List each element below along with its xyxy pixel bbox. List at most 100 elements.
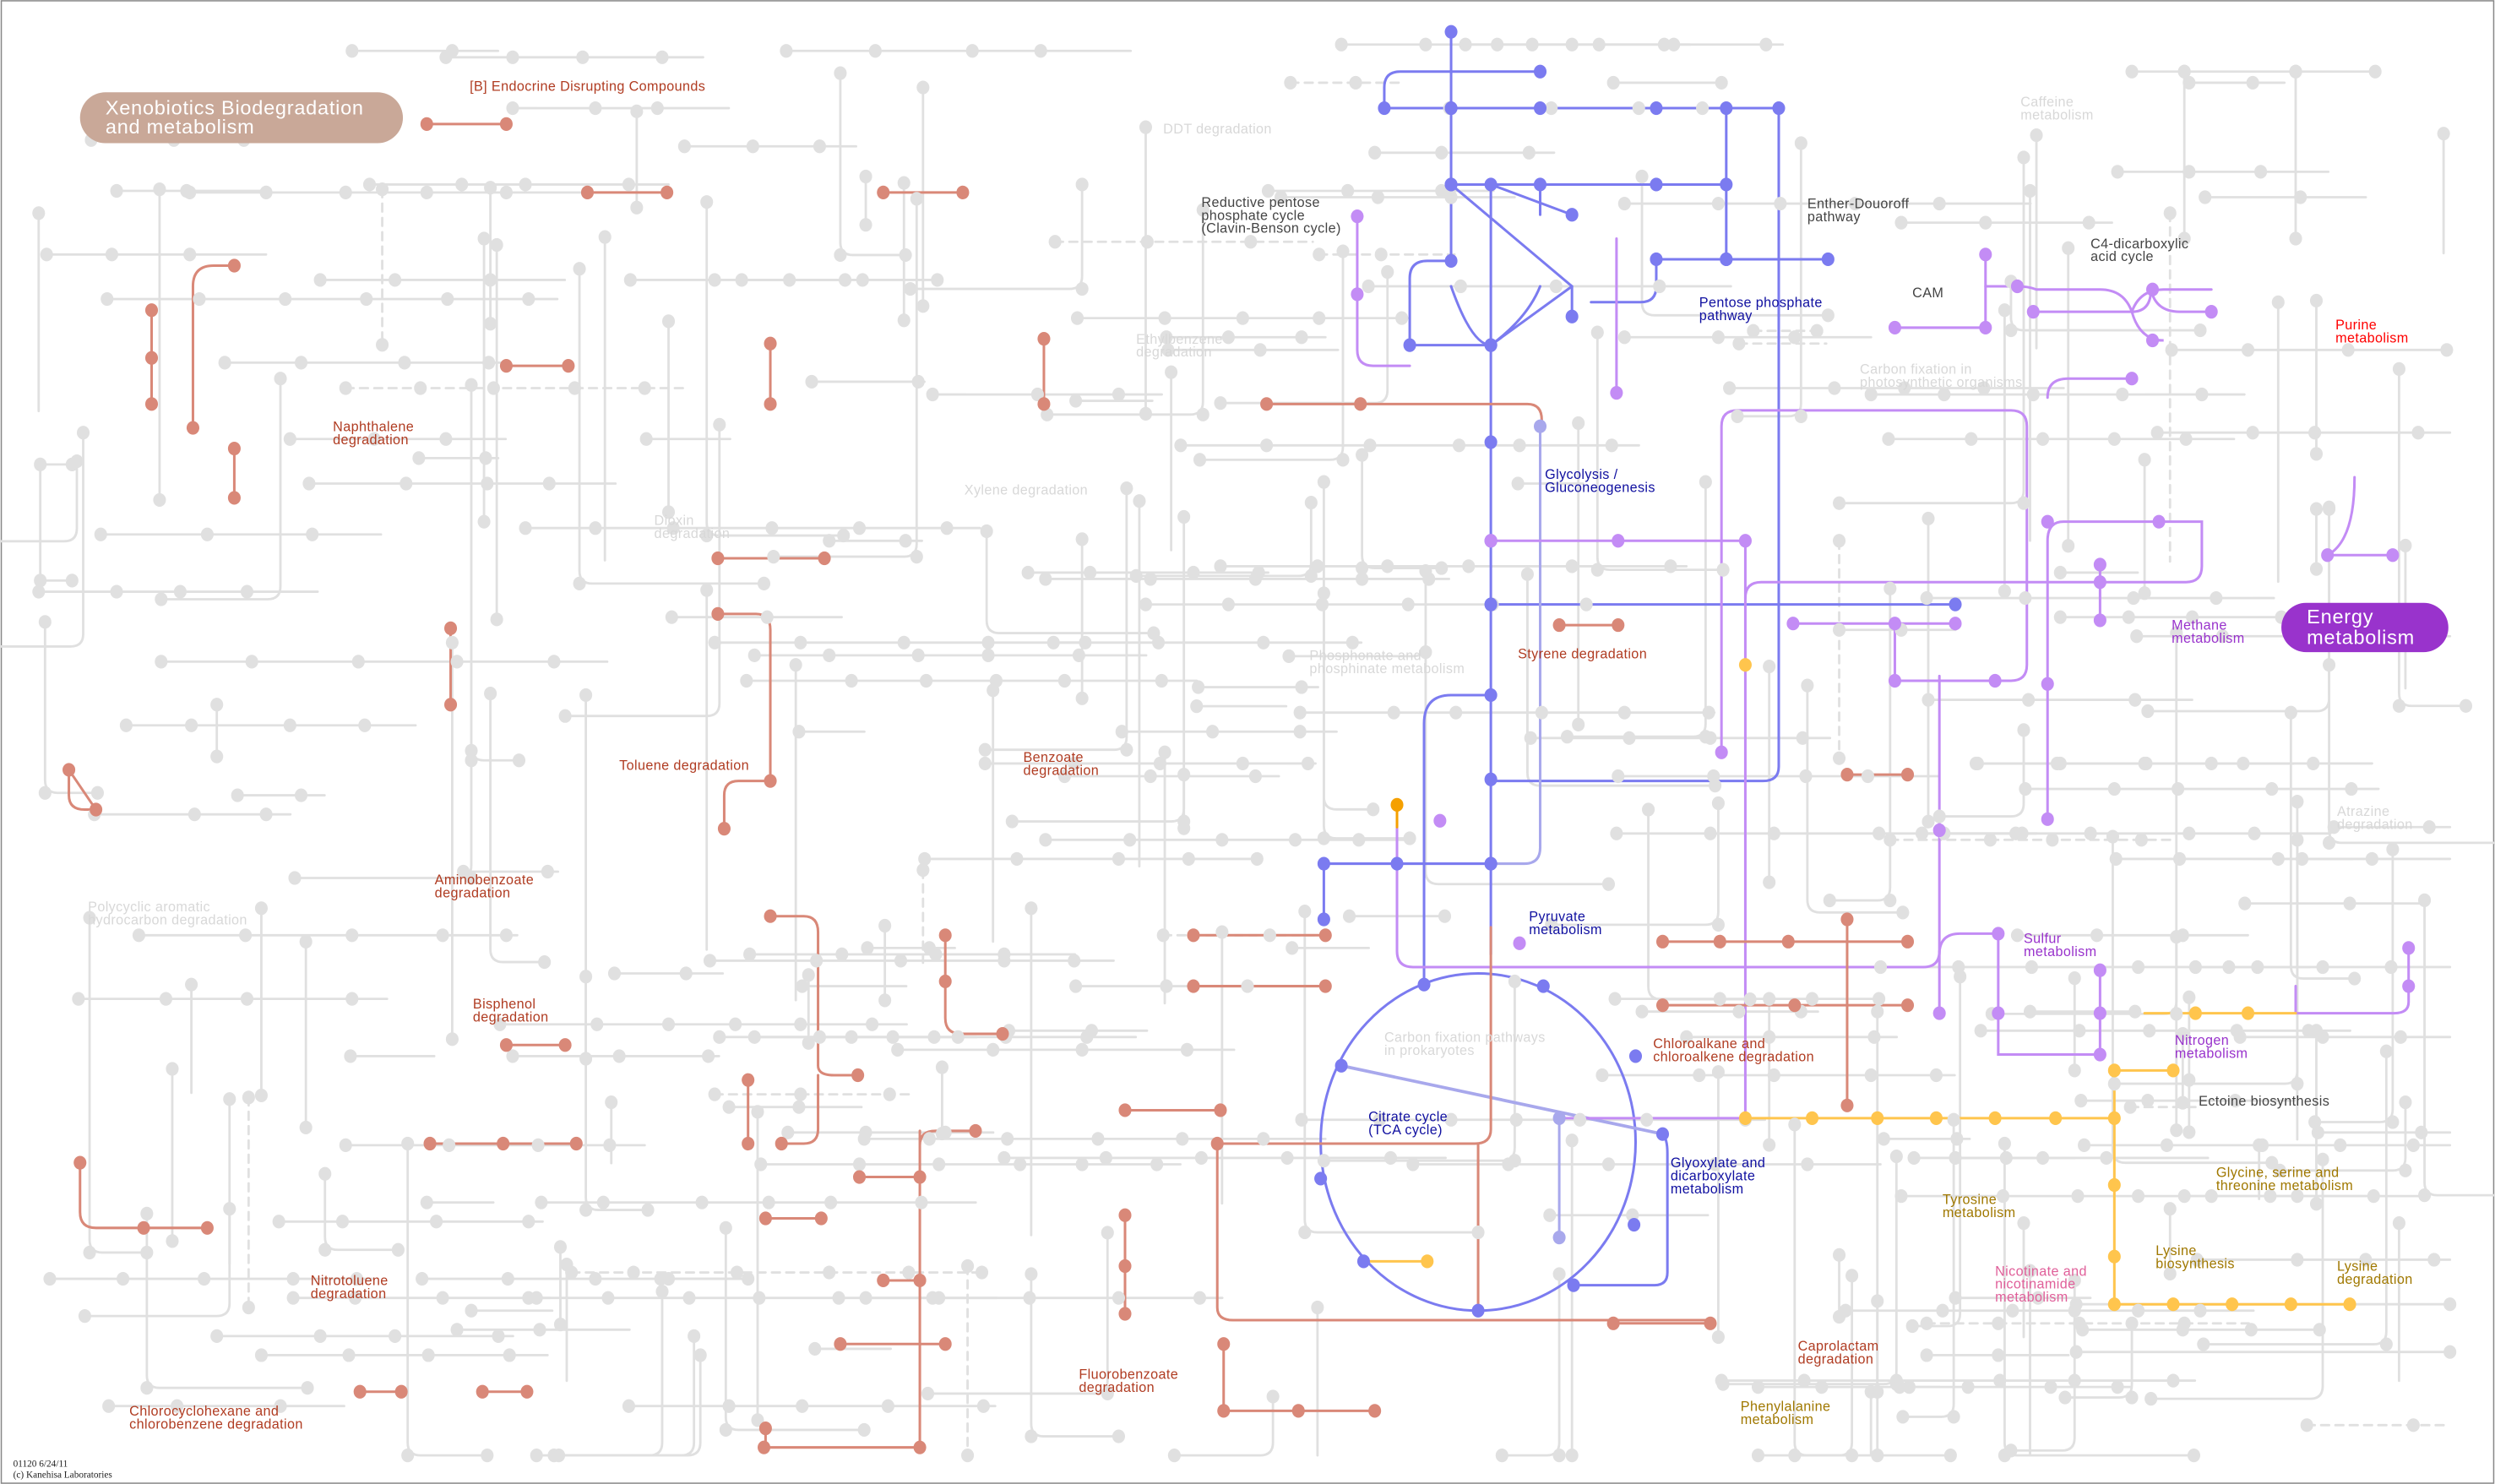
compound-node[interactable] (1318, 979, 1332, 993)
inactive-compound-node[interactable] (1922, 693, 1935, 707)
inactive-compound-node[interactable] (1153, 756, 1166, 771)
inactive-compound-node[interactable] (94, 527, 107, 541)
inactive-compound-node[interactable] (2068, 971, 2081, 986)
compound-node[interactable] (711, 551, 725, 566)
inactive-compound-node[interactable] (499, 928, 513, 943)
compound-node[interactable] (2026, 305, 2040, 319)
inactive-compound-node[interactable] (2106, 829, 2119, 844)
inactive-compound-node[interactable] (813, 139, 826, 154)
inactive-compound-node[interactable] (283, 718, 296, 732)
inactive-compound-node[interactable] (1345, 635, 1359, 650)
compound-node[interactable] (1840, 768, 1854, 782)
inactive-compound-node[interactable] (1129, 568, 1143, 583)
inactive-compound-node[interactable] (1833, 534, 1846, 548)
inactive-compound-node[interactable] (823, 534, 836, 548)
inactive-compound-node[interactable] (200, 527, 214, 541)
inactive-compound-node[interactable] (436, 1291, 449, 1305)
inactive-compound-node[interactable] (754, 1157, 768, 1171)
inactive-compound-node[interactable] (1936, 1303, 1949, 1318)
inactive-compound-node[interactable] (479, 451, 492, 465)
pathway-label-ddt[interactable]: DDT degradation (1163, 122, 1272, 137)
inactive-compound-node[interactable] (339, 1138, 352, 1152)
inactive-compound-node[interactable] (400, 476, 413, 491)
inactive-compound-node[interactable] (1449, 705, 1463, 720)
inactive-compound-node[interactable] (1520, 567, 1534, 581)
compound-node[interactable] (1334, 1058, 1348, 1073)
inactive-compound-node[interactable] (2111, 165, 2124, 179)
compound-node[interactable] (1704, 1316, 1717, 1330)
inactive-compound-node[interactable] (1193, 1291, 1207, 1305)
inactive-compound-node[interactable] (857, 1422, 871, 1438)
inactive-compound-node[interactable] (1101, 1386, 1114, 1401)
inactive-compound-node[interactable] (1929, 1068, 1943, 1083)
inactive-compound-node[interactable] (183, 247, 197, 262)
inactive-compound-node[interactable] (1632, 101, 1645, 116)
inactive-compound-node[interactable] (2386, 1115, 2400, 1129)
compound-node[interactable] (227, 258, 241, 273)
inactive-compound-node[interactable] (2170, 626, 2183, 640)
inactive-compound-node[interactable] (1112, 851, 1125, 867)
compound-node[interactable] (1421, 1254, 1434, 1269)
compound-node[interactable] (227, 491, 241, 505)
inactive-compound-node[interactable] (2128, 1004, 2142, 1019)
compound-node[interactable] (1565, 208, 1579, 222)
inactive-compound-node[interactable] (590, 1017, 604, 1031)
inactive-compound-node[interactable] (1367, 802, 1380, 817)
inactive-compound-node[interactable] (661, 1017, 676, 1031)
inactive-reaction-line[interactable] (0, 459, 79, 543)
inactive-compound-node[interactable] (2017, 496, 2030, 510)
inactive-compound-node[interactable] (166, 1234, 179, 1248)
compound-node[interactable] (137, 1220, 150, 1235)
inactive-compound-node[interactable] (2406, 1138, 2420, 1152)
inactive-compound-node[interactable] (1788, 1449, 1802, 1463)
inactive-compound-node[interactable] (746, 139, 759, 154)
inactive-compound-node[interactable] (274, 372, 287, 386)
badge-xenobiotics[interactable]: Xenobiotics Biodegradation and metabolis… (79, 92, 404, 144)
reaction-line[interactable] (1449, 182, 1574, 347)
inactive-compound-node[interactable] (2241, 343, 2255, 357)
inactive-reaction-line[interactable] (159, 377, 282, 601)
inactive-compound-node[interactable] (1617, 196, 1631, 211)
inactive-compound-node[interactable] (1774, 196, 1787, 211)
compound-node[interactable] (499, 1038, 513, 1052)
inactive-compound-node[interactable] (254, 1088, 268, 1103)
inactive-compound-node[interactable] (420, 185, 433, 199)
inactive-compound-node[interactable] (1236, 311, 1249, 325)
inactive-compound-node[interactable] (796, 1399, 809, 1413)
compound-node[interactable] (1314, 1171, 1328, 1186)
inactive-compound-node[interactable] (722, 1100, 736, 1114)
inactive-compound-node[interactable] (1796, 731, 1809, 745)
inactive-compound-node[interactable] (845, 673, 858, 688)
inactive-compound-node[interactable] (2004, 323, 2018, 338)
compound-node[interactable] (1655, 934, 1670, 949)
inactive-compound-node[interactable] (852, 521, 867, 535)
inactive-compound-node[interactable] (239, 928, 253, 943)
inactive-compound-node[interactable] (915, 1195, 928, 1209)
compound-node[interactable] (353, 1384, 367, 1399)
inactive-compound-node[interactable] (2160, 1138, 2174, 1152)
inactive-compound-node[interactable] (1640, 1112, 1654, 1127)
inactive-compound-node[interactable] (2062, 539, 2075, 553)
inactive-compound-node[interactable] (1280, 1150, 1294, 1166)
compound-node[interactable] (497, 1136, 510, 1151)
inactive-compound-node[interactable] (1801, 678, 1814, 693)
inactive-compound-node[interactable] (2210, 590, 2223, 606)
inactive-compound-node[interactable] (2359, 1253, 2373, 1267)
inactive-compound-node[interactable] (477, 514, 491, 529)
compound-node[interactable] (1805, 1111, 1819, 1125)
inactive-compound-node[interactable] (65, 573, 79, 588)
inactive-compound-node[interactable] (1998, 1136, 2011, 1151)
inactive-compound-node[interactable] (2017, 1216, 2030, 1231)
inactive-compound-node[interactable] (1435, 145, 1449, 160)
inactive-compound-node[interactable] (751, 1105, 764, 1119)
inactive-compound-node[interactable] (568, 381, 581, 395)
inactive-compound-node[interactable] (1635, 169, 1649, 184)
inactive-compound-node[interactable] (1352, 833, 1366, 847)
inactive-compound-node[interactable] (439, 432, 453, 446)
inactive-compound-node[interactable] (279, 291, 292, 307)
inactive-compound-node[interactable] (1653, 279, 1666, 294)
inactive-compound-node[interactable] (1983, 833, 1997, 847)
inactive-compound-node[interactable] (1295, 330, 1308, 345)
compound-node[interactable] (1552, 1231, 1566, 1245)
